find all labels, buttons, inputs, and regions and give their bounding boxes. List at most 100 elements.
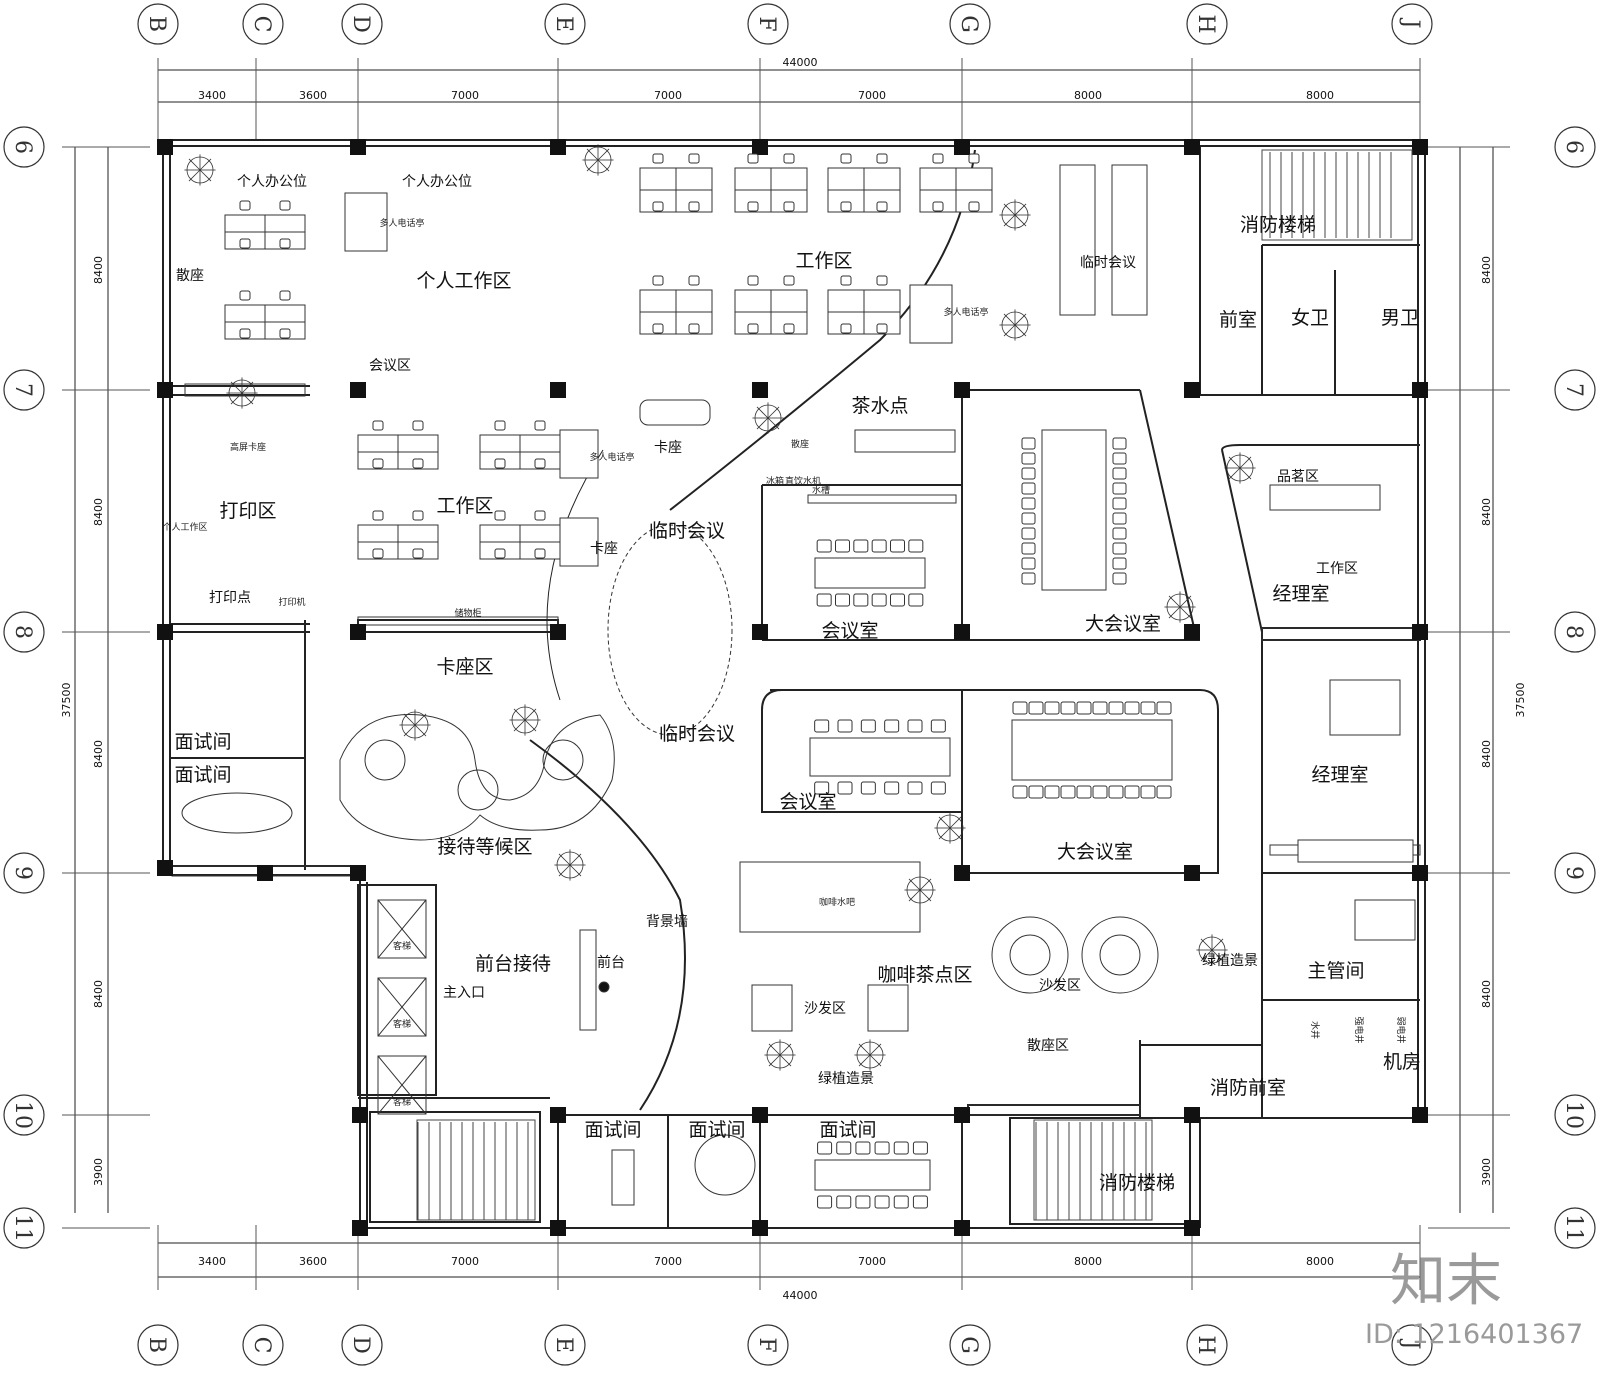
span-top-2: 3600	[299, 89, 327, 102]
chair	[893, 1195, 909, 1209]
phone-booth	[909, 284, 953, 344]
chair	[279, 200, 291, 211]
column	[1184, 1220, 1200, 1236]
column	[157, 860, 173, 876]
desk	[955, 167, 993, 191]
leaf	[188, 169, 201, 182]
leaf	[779, 1054, 792, 1067]
leaf	[858, 1054, 871, 1067]
axis-col-J-top: J	[1398, 18, 1423, 29]
label-work-zone: 工作区	[1316, 561, 1358, 577]
axis-col-E-top: E	[551, 16, 576, 32]
table-interview	[181, 792, 293, 834]
column	[157, 382, 173, 398]
chair	[1060, 701, 1076, 715]
chair	[835, 539, 850, 553]
desk	[224, 304, 266, 323]
leaf	[756, 417, 769, 430]
sofa	[1297, 839, 1414, 863]
chair	[1092, 701, 1108, 715]
desk	[734, 289, 772, 313]
leaf	[1239, 456, 1252, 469]
total-height-left: 37500	[60, 683, 73, 718]
chair	[840, 323, 852, 334]
span-bottom-4: 7000	[654, 1255, 682, 1268]
leaf	[869, 1054, 882, 1067]
span-left-1: 8400	[92, 256, 105, 284]
desk	[770, 311, 808, 335]
chair	[912, 1195, 928, 1209]
leaf	[558, 864, 571, 877]
chair	[817, 1141, 833, 1155]
table-interview-3	[611, 1149, 635, 1206]
span-bottom-6: 8000	[1074, 1255, 1102, 1268]
label-temp-meeting-mid: 临时会议	[649, 520, 725, 542]
span-left-3: 8400	[92, 740, 105, 768]
planters	[184, 144, 1256, 1071]
desk	[639, 289, 677, 313]
desk	[224, 214, 266, 233]
chair	[372, 548, 384, 559]
label-women-wc: 女卫	[1291, 307, 1329, 329]
chair	[1021, 512, 1036, 525]
leaf	[779, 1043, 792, 1056]
leaf	[1014, 203, 1027, 216]
chair	[652, 201, 664, 212]
coffee-sofas	[694, 861, 1159, 1196]
table-temp-meeting	[1111, 164, 1148, 316]
brand-logo: 知末	[1390, 1249, 1502, 1314]
label-meeting-room-1: 会议室	[821, 620, 878, 642]
label-manager-1: 经理室	[1272, 583, 1329, 605]
label-machine-room: 机房	[1383, 1051, 1421, 1073]
leaf	[414, 724, 427, 737]
label-booth-area: 卡座区	[436, 656, 493, 678]
column	[550, 139, 566, 155]
column	[550, 1107, 566, 1123]
label-temp-meeting-top: 临时会议	[1080, 255, 1136, 271]
chair	[855, 1141, 871, 1155]
desk	[734, 167, 772, 191]
column	[752, 139, 768, 155]
leaf	[919, 878, 932, 891]
chair	[840, 153, 852, 164]
span-top-5: 7000	[858, 89, 886, 102]
label-sofa-1: 沙发区	[804, 1001, 846, 1017]
desk	[397, 434, 439, 453]
column	[954, 1220, 970, 1236]
leaf	[597, 148, 610, 161]
brand-id: ID: 1216401367	[1365, 1319, 1583, 1350]
chair	[652, 153, 664, 164]
chair	[871, 539, 887, 553]
label-interview-1: 面试间	[174, 731, 231, 753]
leaf	[768, 1054, 781, 1067]
elevators	[377, 899, 427, 1115]
chair	[1108, 785, 1124, 799]
desk	[919, 167, 957, 191]
desk	[357, 524, 399, 543]
chair	[1028, 701, 1044, 715]
label-fire-stairs-top: 消防楼梯	[1240, 214, 1316, 236]
column	[350, 624, 366, 640]
leaf	[1228, 456, 1241, 469]
desk	[863, 189, 901, 213]
leaf	[1014, 313, 1027, 326]
chair	[1021, 542, 1036, 555]
chair	[1021, 572, 1036, 585]
desk	[827, 167, 865, 191]
axis-col-J-bottom: J	[1398, 1339, 1423, 1350]
leaf	[513, 708, 526, 721]
chair	[1021, 467, 1036, 480]
chair	[688, 323, 700, 334]
chair	[747, 275, 759, 286]
chair	[1112, 437, 1127, 450]
chair	[412, 548, 424, 559]
label-work-area-top: 工作区	[795, 250, 852, 272]
reception-sofa	[339, 714, 615, 841]
span-bottom-3: 7000	[451, 1255, 479, 1268]
axis-row-11-left: 11	[10, 1214, 35, 1242]
chair	[817, 1195, 833, 1209]
column	[954, 624, 970, 640]
chair	[884, 781, 900, 795]
leaf	[908, 878, 921, 891]
chair	[932, 153, 944, 164]
